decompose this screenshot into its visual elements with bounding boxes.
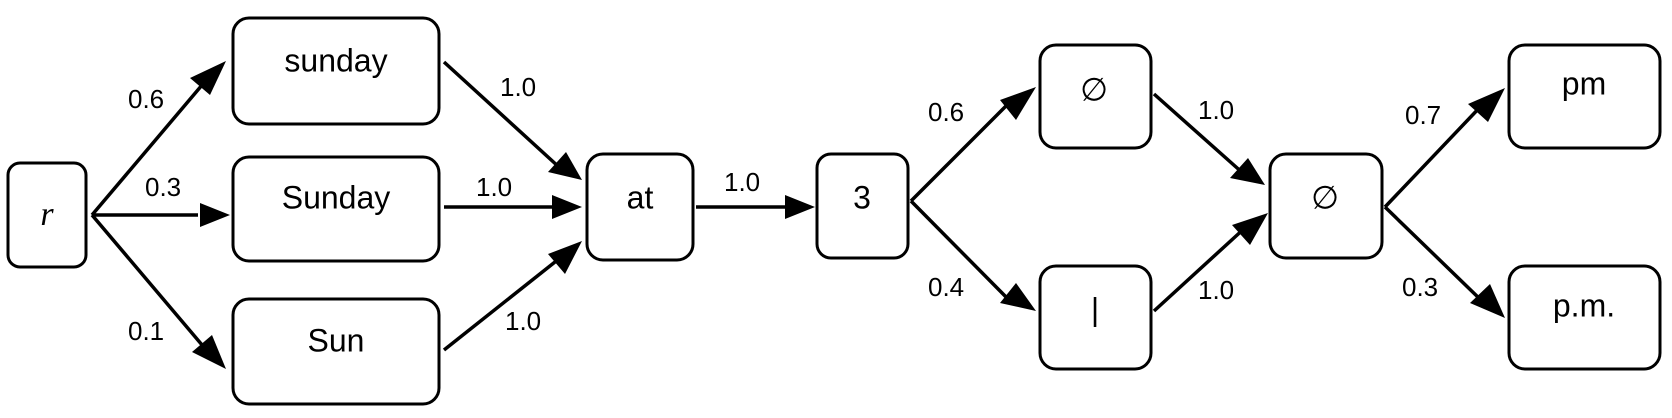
edge-Sun-at xyxy=(444,258,560,350)
node-p-dot-m-label: p.m. xyxy=(1553,287,1615,323)
arrowhead-r-Sunday xyxy=(200,203,230,227)
edge-label-emptytop-emptymid: 1.0 xyxy=(1198,95,1234,125)
node-empty-top: ∅ xyxy=(1040,45,1151,148)
node-at-label: at xyxy=(627,179,654,215)
node-empty-mid: ∅ xyxy=(1270,154,1382,258)
arrowhead-three-emptytop xyxy=(1000,87,1036,120)
node-empty-top-label: ∅ xyxy=(1080,71,1108,107)
node-pm-label: pm xyxy=(1562,65,1606,101)
edge-label-Sun-at: 1.0 xyxy=(505,306,541,336)
node-Sunday: Sunday xyxy=(233,157,439,261)
edge-label-at-three: 1.0 xyxy=(724,167,760,197)
edge-label-Sunday-at: 1.0 xyxy=(476,172,512,202)
arrowhead-emptymid-pm xyxy=(1468,88,1505,122)
arrowhead-bar-emptymid xyxy=(1232,213,1268,245)
edge-label-bar-emptymid: 1.0 xyxy=(1198,275,1234,305)
node-Sun: Sun xyxy=(233,299,439,404)
node-pm: pm xyxy=(1509,45,1660,148)
edge-label-three-emptytop: 0.6 xyxy=(928,97,964,127)
edge-label-sunday-at: 1.0 xyxy=(500,72,536,102)
node-Sunday-label: Sunday xyxy=(282,179,391,215)
node-at: at xyxy=(587,154,693,260)
node-bar: | xyxy=(1040,266,1151,369)
edge-label-r-Sunday: 0.3 xyxy=(145,172,181,202)
node-Sun-label: Sun xyxy=(308,322,365,358)
edge-label-three-bar: 0.4 xyxy=(928,272,964,302)
arrowhead-three-bar xyxy=(1000,283,1036,311)
node-sunday-label: sunday xyxy=(284,42,387,78)
edge-label-r-sunday: 0.6 xyxy=(128,84,164,114)
arrowhead-Sun-at xyxy=(548,241,582,274)
node-sunday: sunday xyxy=(233,18,439,124)
arrowhead-Sunday-at xyxy=(552,195,582,219)
node-empty-mid-label: ∅ xyxy=(1311,179,1339,215)
arrowhead-at-three xyxy=(785,195,815,219)
node-bar-label: | xyxy=(1091,291,1099,327)
arrowhead-sunday-at xyxy=(548,152,582,180)
node-three: 3 xyxy=(817,154,908,258)
edge-label-emptymid-pdotm: 0.3 xyxy=(1402,272,1438,302)
arrowhead-emptytop-emptymid xyxy=(1230,158,1265,185)
node-r-label: r xyxy=(40,196,54,233)
arrowhead-r-sunday xyxy=(190,61,226,95)
node-three-label: 3 xyxy=(853,179,871,215)
edge-label-emptymid-pm: 0.7 xyxy=(1405,100,1441,130)
node-r: r xyxy=(8,163,86,267)
edge-label-r-Sun: 0.1 xyxy=(128,316,164,346)
arrowhead-emptymid-pdotm xyxy=(1470,284,1505,318)
node-p-dot-m: p.m. xyxy=(1509,266,1660,369)
